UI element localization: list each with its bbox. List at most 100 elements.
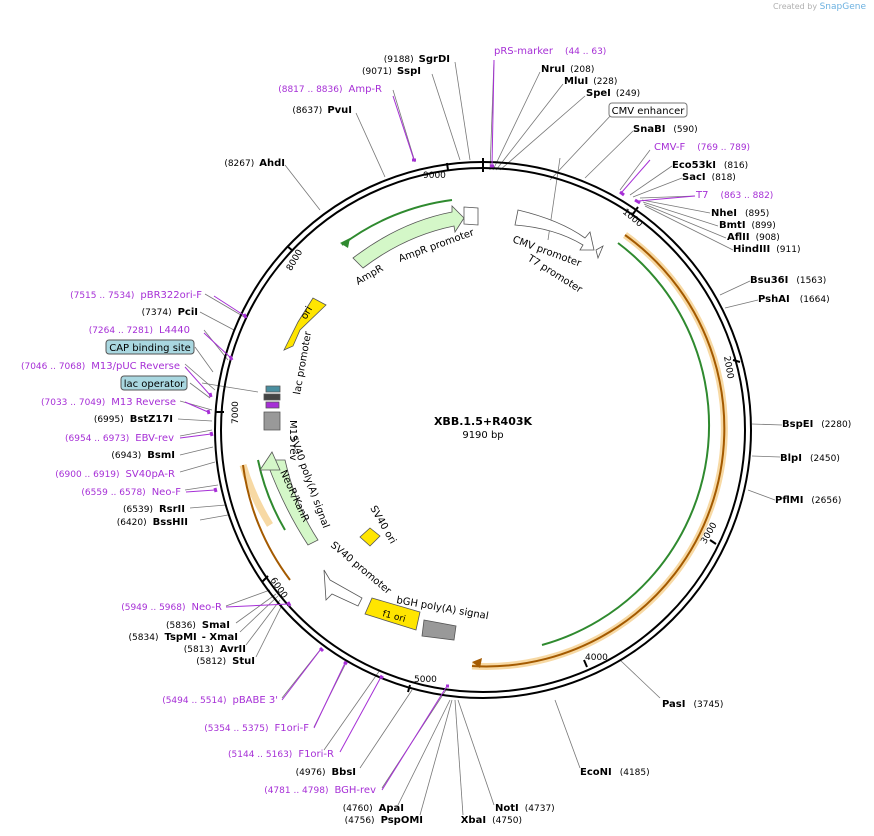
svg-text:(6420)BssHII: (6420)BssHII [117,517,188,528]
site-ahdi: AhdI [259,158,285,169]
primer-bgh-rev: BGH-rev [334,785,376,796]
svg-text:(9188)SgrDI: (9188)SgrDI [384,54,450,65]
site-bsshii: BssHII [153,517,188,528]
site-snabi: SnaBI [633,124,665,135]
svg-text:HindIII(911): HindIII(911) [733,244,800,255]
svg-text:(7033 .. 7049)M13 Reverse: (7033 .. 7049)M13 Reverse [41,397,176,408]
svg-text:(7046 .. 7068)M13/pUC Reverse: (7046 .. 7068)M13/pUC Reverse [21,361,180,372]
ticks [216,158,741,693]
svg-text:PasI(3745): PasI(3745) [662,699,723,710]
m13-box [265,401,280,409]
svg-text:Eco53kI(816): Eco53kI(816) [672,160,748,171]
svg-text:(7374)PciI: (7374)PciI [142,307,198,318]
site-aflii: AflII [727,232,750,243]
primer-neo-r: Neo-R [192,602,223,613]
svg-text:SpeI(249): SpeI(249) [586,88,640,99]
tick-2000: 2000 [721,355,735,380]
sites-left: (9188)SgrDI (9071)SspI (8637)PvuI (8267)… [94,54,522,826]
svg-text:(4781 .. 4798)BGH-rev: (4781 .. 4798)BGH-rev [264,785,376,796]
site-pflmi: PflMI [775,495,803,506]
svg-text:(5812)StuI: (5812)StuI [196,656,255,667]
primer-leaders [179,59,696,791]
svg-text:(5836)SmaI: (5836)SmaI [166,620,230,631]
site-econi: EcoNI [580,767,612,778]
sv40-polya-box [263,411,281,431]
tick-labels: 1000 2000 3000 4000 5000 6000 7000 8000 … [231,171,735,685]
lac-operator-box [265,385,281,393]
svg-text:NotI(4737): NotI(4737) [495,803,555,814]
svg-text:PflMI(2656): PflMI(2656) [775,495,841,506]
primer-pbabe-3: pBABE 3' [232,695,278,706]
svg-text:(8267)AhdI: (8267)AhdI [224,158,285,169]
label-leaders [177,59,783,816]
svg-text:(6539)RsrII: (6539)RsrII [123,504,185,515]
primer-t7: T7 [695,190,708,201]
neo-arc-green [257,459,286,531]
site-sspi: SspI [397,66,421,77]
ampr-arrow [352,205,465,269]
neor-arrow [267,459,319,546]
neo-arc-orange [242,464,291,581]
svg-text:CMV enhancer: CMV enhancer [612,106,686,117]
label-m13-rev: M13 rev [287,420,298,461]
primer-pbr322ori-f: pBR322ori-F [140,290,202,301]
plasmid-name: XBB.1.5+R403K [434,415,533,428]
amp-arc-green [341,199,453,246]
primers: pRS-marker(44 .. 63) CMV-F(769 .. 789) T… [21,46,773,796]
orf-arrowhead [472,658,482,668]
sv40-promoter-arrow [323,569,363,607]
ampr-promoter-arrow [463,206,479,226]
svg-text:CMV-F(769 .. 789): CMV-F(769 .. 789) [654,142,750,153]
svg-text:(6559 .. 6578)Neo-F: (6559 .. 6578)Neo-F [81,487,181,498]
svg-text:pRS-marker(44 .. 63): pRS-marker(44 .. 63) [494,46,606,57]
svg-text:NruI(208): NruI(208) [541,64,594,75]
site-avrii: AvrII [220,644,246,655]
site-pspomi: PspOMI [381,815,423,826]
svg-text:MluI(228): MluI(228) [564,76,617,87]
site-sgrdi: SgrDI [419,54,450,65]
svg-text:(5144 .. 5163)F1ori-R: (5144 .. 5163)F1ori-R [228,749,334,760]
svg-text:(4760)ApaI: (4760)ApaI [343,803,404,814]
f1-ori-arrow [364,597,421,631]
svg-text:(9071)SspI: (9071)SspI [362,66,421,77]
site-spei: SpeI [586,88,611,99]
site-bbsi: BbsI [332,767,356,778]
feature-arrows [259,205,604,641]
svg-text:T7(863 .. 882): T7(863 .. 882) [695,190,773,201]
site-nhei: NheI [711,208,737,219]
svg-text:lac operator: lac operator [124,379,185,390]
svg-text:NheI(895): NheI(895) [711,208,769,219]
plasmid-length: 9190 bp [462,430,503,441]
svg-text:(5813)AvrII: (5813)AvrII [184,644,246,655]
site-smai: SmaI [202,620,230,631]
orf-arc-green [541,242,711,646]
sites-right: NruI(208) MluI(228) SpeI(249) SnaBI(590)… [495,64,851,814]
primer-cmv-f: CMV-F [654,142,685,153]
lac-promoter-box [263,393,281,401]
t7-promoter-arrow [595,245,604,260]
boxed-lac-operator: lac operator [120,375,188,391]
site-rsrii: RsrII [159,504,185,515]
svg-text:BspEI(2280): BspEI(2280) [782,419,851,430]
svg-text:(4756)PspOMI: (4756)PspOMI [345,815,423,826]
orf-arc-orange [471,234,726,668]
site-pasi: PasI [662,699,685,710]
svg-text:(5949 .. 5968)Neo-R: (5949 .. 5968)Neo-R [121,602,222,613]
svg-text:EcoNI(4185): EcoNI(4185) [580,767,650,778]
sv40-ori-diamond [359,527,381,547]
site-blpi: BlpI [780,453,802,464]
label-ampr: AmpR [354,263,385,287]
primer-m13-puc-reverse: M13/pUC Reverse [91,361,180,372]
site-bsu36i: Bsu36I [750,275,788,286]
svg-text:(6954 .. 6973)EBV-rev: (6954 .. 6973)EBV-rev [65,433,174,444]
primer-neo-f: Neo-F [152,487,182,498]
svg-text:(8637)PvuI: (8637)PvuI [292,105,352,116]
tick-7000: 7000 [231,401,241,424]
svg-text:(4976)BbsI: (4976)BbsI [296,767,356,778]
primer-m13-reverse: M13 Reverse [111,397,176,408]
primer-f1ori-f: F1ori-F [275,723,310,734]
bgh-polya-box [421,619,457,641]
site-eco53ki: Eco53kI [672,160,716,171]
svg-text:CAP binding site: CAP binding site [109,343,191,354]
